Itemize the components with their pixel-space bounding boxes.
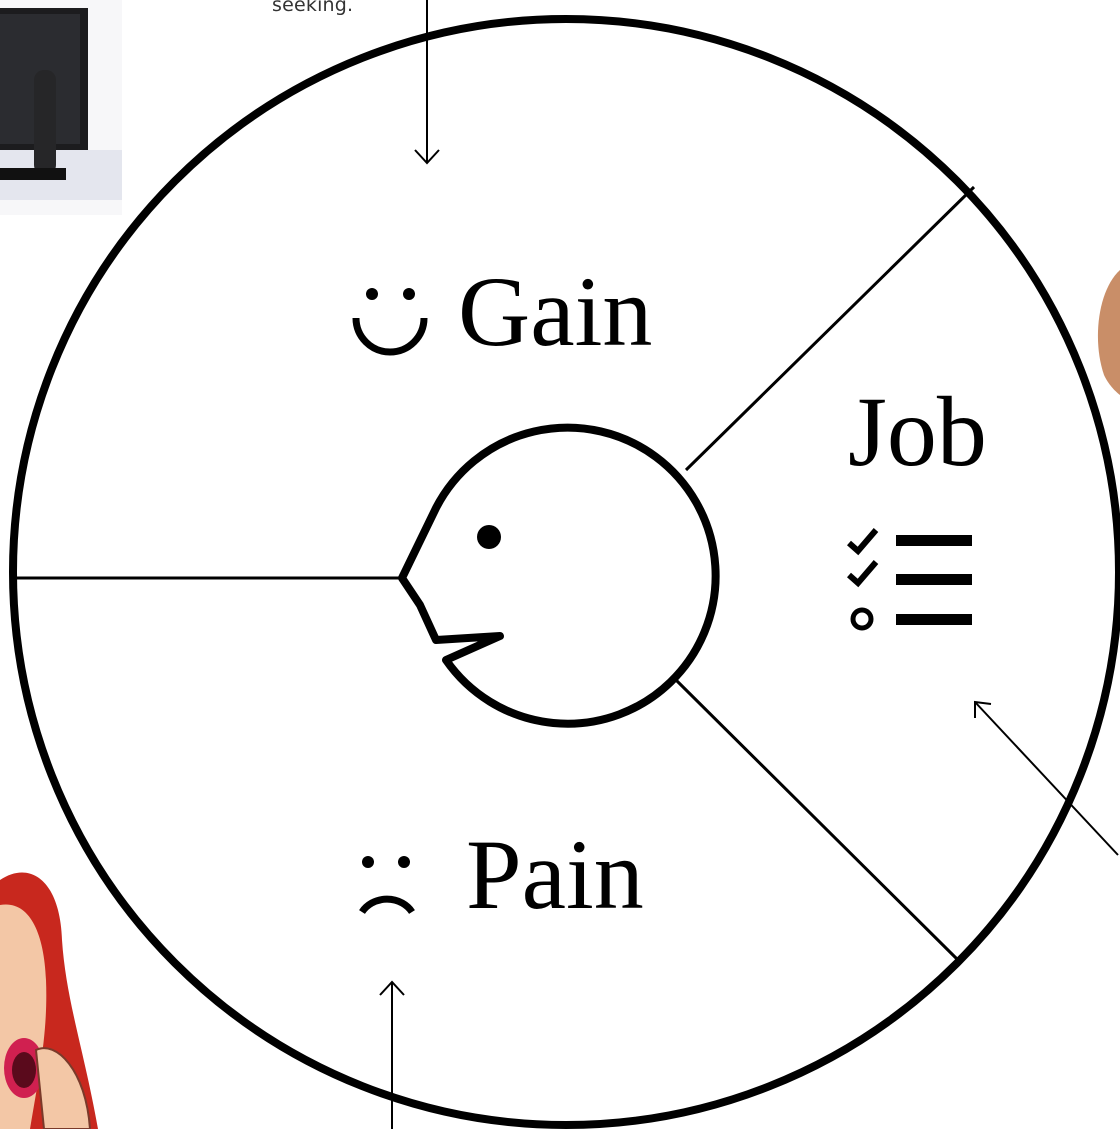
checklist-icon	[849, 530, 972, 628]
head-eye	[477, 525, 501, 549]
monitor-photo	[0, 0, 122, 215]
pain-segment: Pain	[362, 819, 644, 930]
arrow-to-gain	[415, 0, 439, 163]
arrow-to-pain	[380, 982, 404, 1129]
frown-icon	[362, 856, 412, 912]
smile-icon	[356, 288, 424, 352]
hand-illustration	[1098, 270, 1120, 395]
pain-label: Pain	[466, 819, 644, 930]
yawning-woman-illustration	[0, 873, 98, 1129]
customer-head-icon	[402, 428, 716, 724]
gain-label: Gain	[458, 256, 652, 367]
divider-lower-right	[676, 680, 960, 962]
job-segment: Job	[848, 376, 987, 628]
gain-segment: Gain	[356, 256, 652, 367]
job-label: Job	[848, 376, 987, 487]
